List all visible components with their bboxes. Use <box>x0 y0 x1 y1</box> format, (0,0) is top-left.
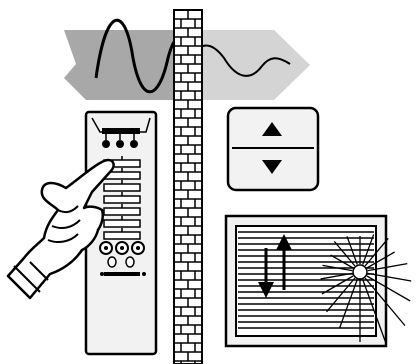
signal-band-left <box>64 30 178 100</box>
remote-key <box>104 184 140 191</box>
remote-key <box>104 196 140 203</box>
remote-key <box>104 220 140 227</box>
up-down-switch-icon <box>228 108 318 190</box>
brick-wall-icon <box>174 10 202 364</box>
remote-led-bar <box>102 128 140 134</box>
remote-key <box>104 208 140 215</box>
window-blind-icon <box>226 216 411 346</box>
window-pane <box>236 226 376 336</box>
remote-key <box>104 232 140 239</box>
sun-core <box>353 265 367 279</box>
